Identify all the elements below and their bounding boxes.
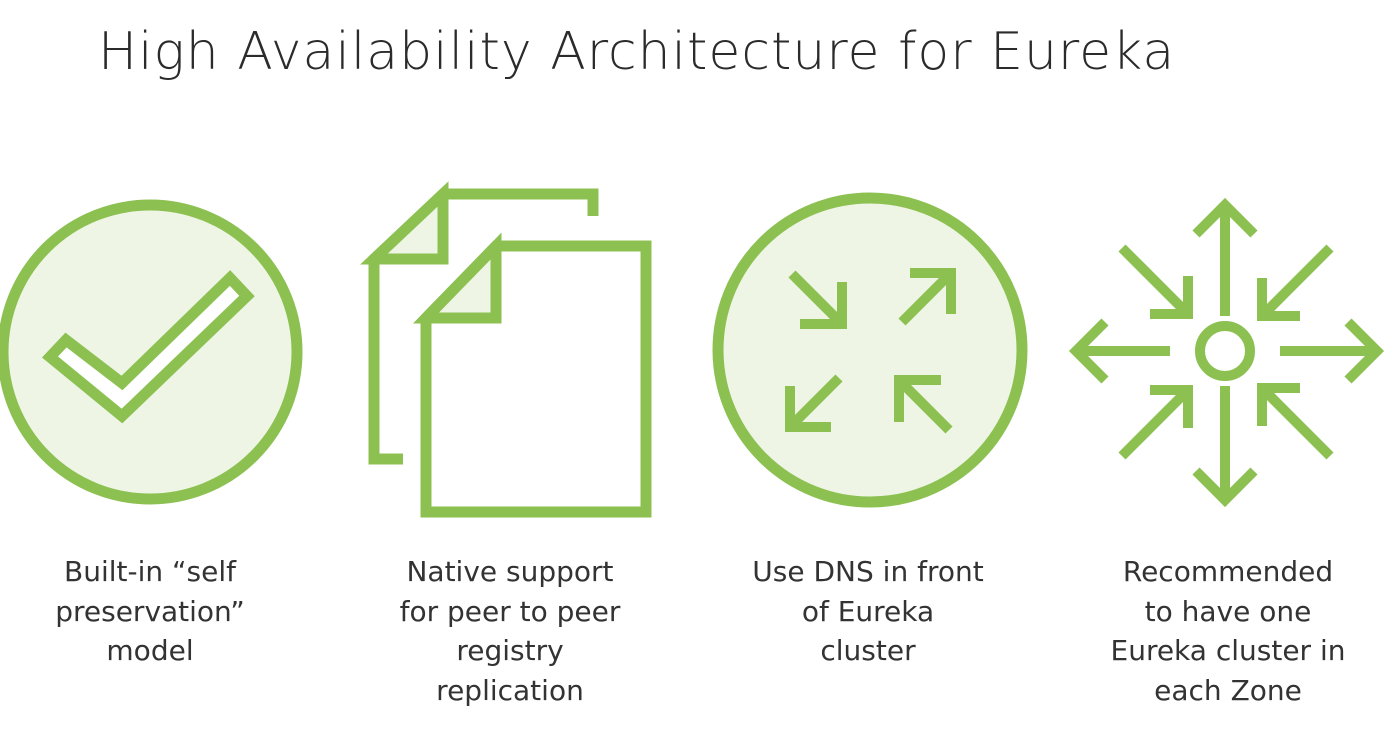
arrow-right-icon — [1280, 318, 1385, 384]
arrow-up-right-icon — [898, 268, 956, 326]
caption-dns-front: Use DNS in front of Eureka cluster — [752, 555, 984, 667]
back-document-fold — [360, 181, 449, 265]
icon-circle — [712, 192, 1028, 508]
hub-circle — [1195, 321, 1255, 381]
arrow-up-left-icon — [894, 375, 953, 434]
slide-title: High Availability Architecture for Eurek… — [98, 22, 1176, 82]
arrow-down-right-icon — [788, 270, 847, 329]
arrow-in-top-left-icon — [1118, 244, 1193, 319]
arrow-down-icon — [1192, 386, 1258, 508]
arrow-left-icon — [1068, 318, 1170, 384]
arrow-in-bottom-right-icon — [1257, 383, 1334, 460]
hub-arrows-icon — [1068, 197, 1385, 508]
caption-peer-replication: Native support for peer to peer registry… — [399, 555, 621, 707]
checkmark-circle-icon — [0, 199, 303, 505]
arrow-down-left-icon — [785, 374, 843, 432]
arrow-in-top-right-icon — [1257, 244, 1334, 321]
arrows-inward-circle-icon — [712, 192, 1028, 508]
front-document-fold — [412, 232, 502, 324]
arrow-in-bottom-left-icon — [1118, 385, 1193, 460]
checkmark-icon — [41, 270, 255, 424]
arrow-up-icon — [1192, 197, 1258, 316]
caption-self-preservation: Built-in “self preservation” model — [55, 555, 245, 667]
copy-documents-icon — [360, 181, 652, 518]
caption-cluster-per-zone: Recommended to have one Eureka cluster i… — [1110, 555, 1346, 707]
